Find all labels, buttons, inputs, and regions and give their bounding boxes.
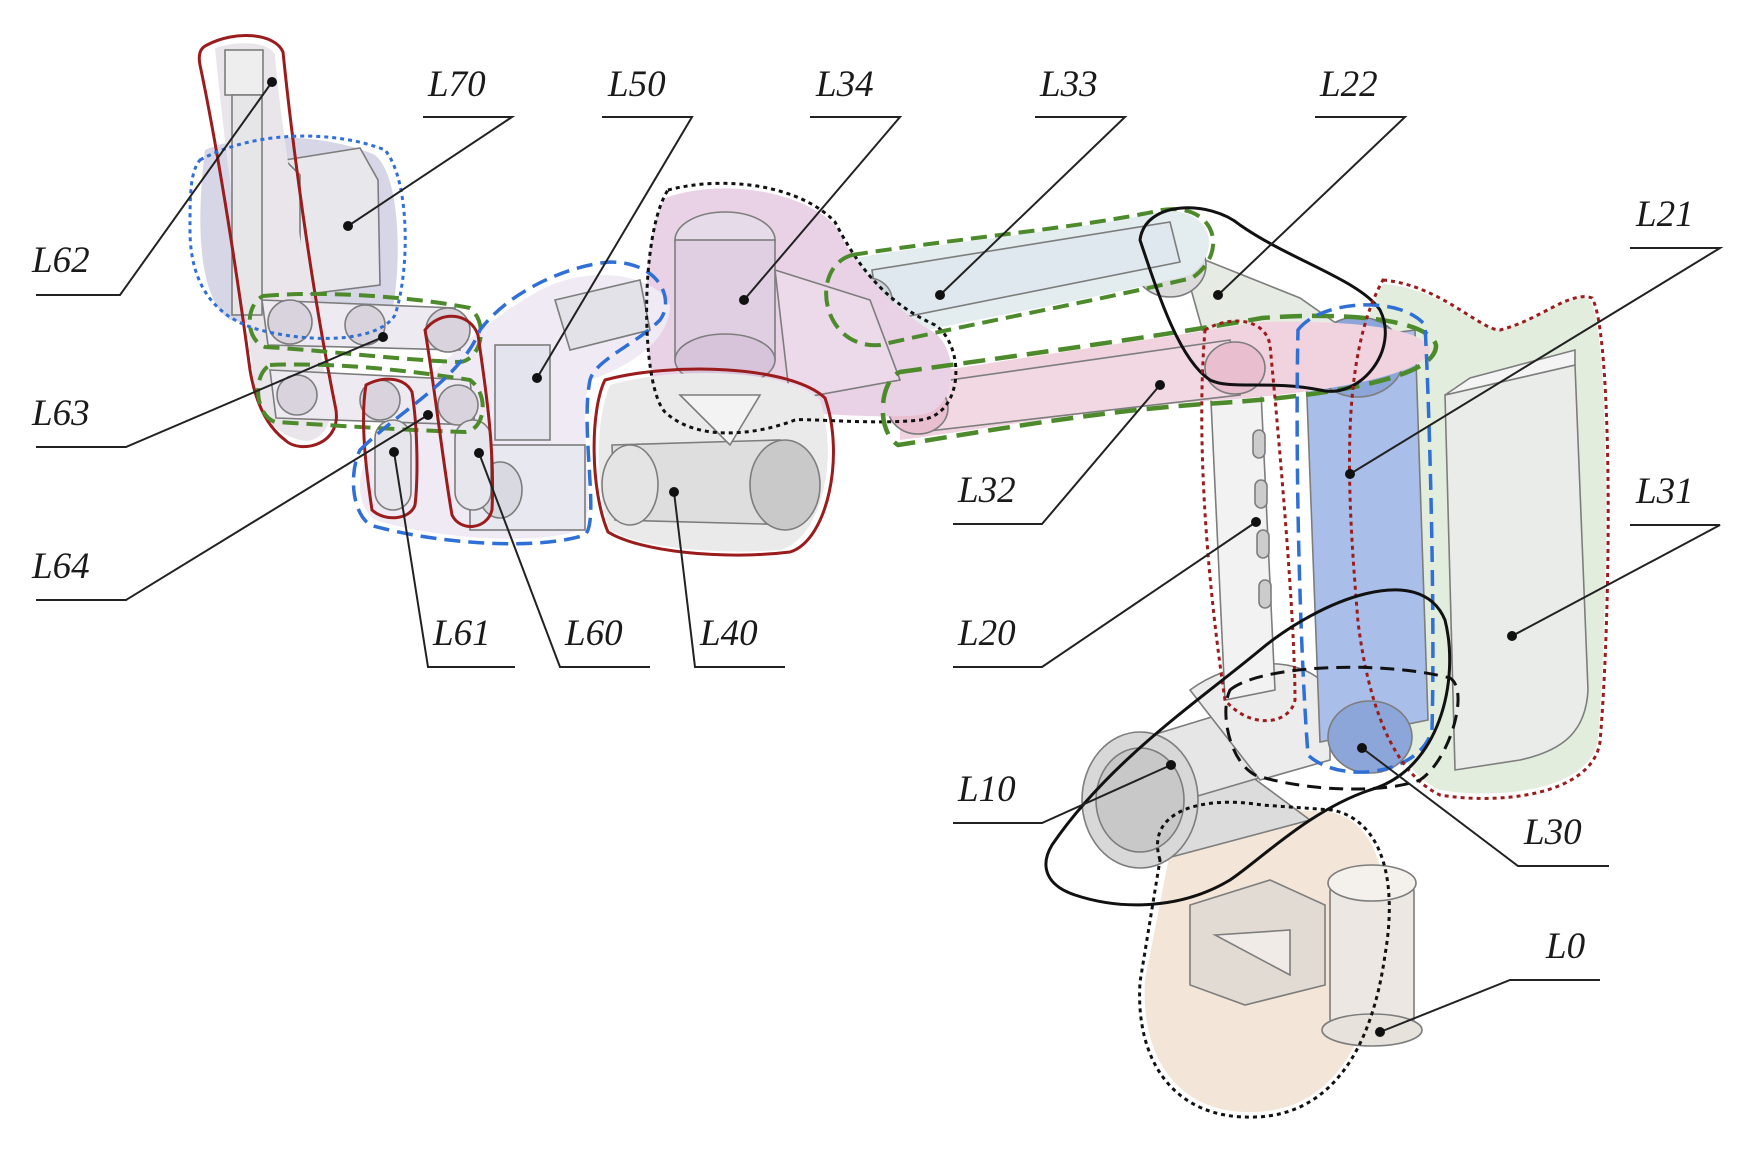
outline-L33 bbox=[824, 207, 1216, 348]
outline-L32 bbox=[880, 313, 1439, 448]
outline-L22 bbox=[1138, 206, 1387, 393]
outline-L70 bbox=[188, 134, 407, 340]
link-L20 bbox=[1209, 369, 1276, 701]
outline-L64 bbox=[256, 362, 485, 435]
finger-links bbox=[261, 299, 492, 511]
outline-L50 bbox=[351, 260, 668, 546]
outline-L34 bbox=[645, 181, 958, 435]
base-L0 bbox=[1144, 805, 1423, 1113]
label-L22: L22 bbox=[1319, 64, 1378, 105]
label-L0: L0 bbox=[1545, 926, 1586, 967]
outline-L30 bbox=[1224, 665, 1460, 791]
outline-L20 bbox=[1200, 319, 1297, 723]
label-L30: L30 bbox=[1523, 812, 1582, 853]
outline-L31 bbox=[1347, 278, 1610, 800]
outline-L61 bbox=[362, 377, 419, 520]
label-L21: L21 bbox=[1635, 194, 1694, 235]
label-L64: L64 bbox=[31, 546, 90, 587]
label-L62: L62 bbox=[31, 240, 90, 281]
link-L40 bbox=[598, 373, 828, 552]
label-L34: L34 bbox=[815, 64, 874, 105]
label-L70: L70 bbox=[427, 64, 486, 105]
outline-L60 bbox=[423, 314, 495, 528]
outline-L62 bbox=[197, 34, 338, 449]
outline-L10 bbox=[1044, 588, 1452, 907]
label-L20: L20 bbox=[957, 613, 1016, 654]
label-L33: L33 bbox=[1039, 64, 1098, 105]
leader-lines bbox=[36, 77, 1724, 1037]
region-outlines bbox=[188, 34, 1610, 1119]
label-L50: L50 bbox=[607, 64, 666, 105]
label-L31: L31 bbox=[1635, 471, 1694, 512]
label-L32: L32 bbox=[957, 470, 1016, 511]
outline-L0 bbox=[1138, 800, 1391, 1119]
label-L63: L63 bbox=[31, 393, 90, 434]
label-L60: L60 bbox=[564, 613, 623, 654]
mechanism-illustration bbox=[200, 43, 1607, 1113]
outline-L40 bbox=[592, 367, 835, 557]
label-L10: L10 bbox=[957, 769, 1016, 810]
label-L61: L61 bbox=[432, 613, 491, 654]
label-L40: L40 bbox=[699, 613, 758, 654]
labels: L62 L70 L50 L34 L33 L22 L21 L63 L64 L61 … bbox=[31, 64, 1694, 967]
outline-L21 bbox=[1295, 303, 1435, 774]
